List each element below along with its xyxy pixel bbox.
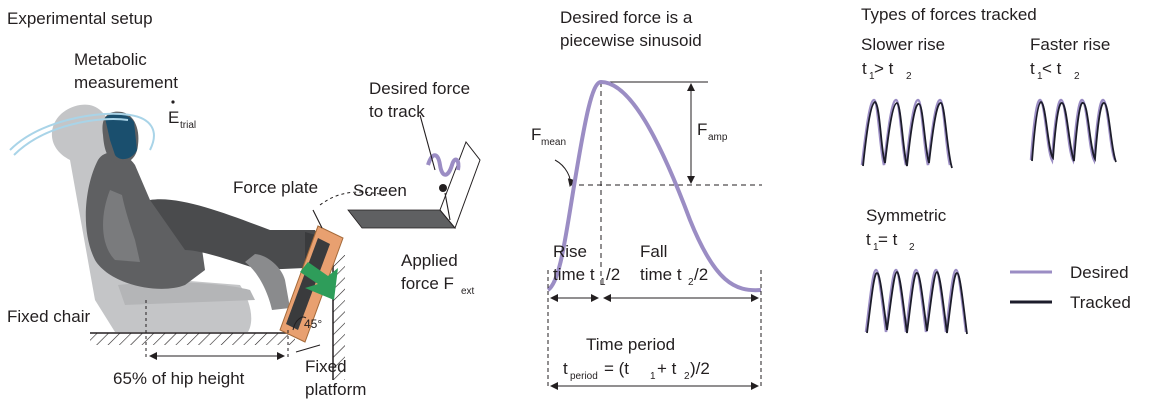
metabolic-headset bbox=[105, 113, 137, 160]
rise-sub: 1 bbox=[600, 277, 606, 288]
profile-title-2: piecewise sinusoid bbox=[560, 31, 702, 50]
floor-hatch bbox=[90, 333, 295, 345]
platform-pointer bbox=[295, 344, 321, 353]
sym-cond-t: t bbox=[866, 230, 871, 249]
fixed-platform-label-1: Fixed bbox=[305, 357, 347, 376]
slower-label: Slower rise bbox=[861, 35, 945, 54]
fmean-pointer bbox=[554, 159, 576, 187]
legend-desired-label: Desired bbox=[1070, 263, 1129, 282]
angle-label: 45° bbox=[304, 317, 322, 331]
applied-pointer bbox=[444, 192, 451, 221]
period-plus: + t bbox=[657, 359, 677, 378]
famp-label: F bbox=[697, 120, 707, 139]
period-sub2: 2 bbox=[684, 371, 690, 382]
rise-label-2b: /2 bbox=[606, 265, 620, 284]
screen-desired-trace bbox=[426, 153, 461, 177]
period-label-1: Time period bbox=[586, 335, 675, 354]
legend-tracked-label: Tracked bbox=[1070, 293, 1131, 312]
metabolic-tube bbox=[9, 112, 155, 151]
fall-label-1: Fall bbox=[640, 242, 667, 261]
faster-cond-s1: 1 bbox=[1037, 71, 1043, 82]
symmetric-desired-trace bbox=[864, 268, 968, 333]
sym-cond-s2: 2 bbox=[909, 242, 915, 253]
profile-title-1: Desired force is a bbox=[560, 8, 693, 27]
screen-cursor bbox=[439, 184, 447, 192]
angle-arc bbox=[292, 316, 307, 331]
desired-pointer bbox=[419, 114, 436, 171]
edot-dot bbox=[171, 100, 175, 104]
slower-cond-s1: 1 bbox=[869, 71, 875, 82]
fall-label-2b: /2 bbox=[694, 265, 708, 284]
applied-force-arrow bbox=[300, 262, 338, 300]
faster-cond-t: t bbox=[1030, 59, 1035, 78]
slower-cond-op: > t bbox=[874, 59, 894, 78]
plate-pointer bbox=[312, 209, 323, 229]
edot-label: E bbox=[168, 108, 179, 127]
period-sub1: 1 bbox=[650, 371, 656, 382]
period-eq: = (t bbox=[604, 359, 629, 378]
plate-screen-link bbox=[319, 191, 386, 206]
rise-label-1: Rise bbox=[553, 242, 587, 261]
period-sub: period bbox=[570, 371, 598, 382]
setup-title: Experimental setup bbox=[7, 9, 153, 28]
person-lower-leg bbox=[245, 254, 290, 310]
person-thigh bbox=[150, 199, 319, 270]
symmetric-tracked-trace bbox=[866, 271, 968, 335]
slower-cond-t: t bbox=[862, 59, 867, 78]
sym-cond-s1: 1 bbox=[873, 242, 879, 253]
force-plate-sensor bbox=[286, 238, 330, 330]
metabolic-label-2: measurement bbox=[74, 73, 178, 92]
hip-height-label: 65% of hip height bbox=[113, 369, 245, 388]
sym-cond-op: = t bbox=[878, 230, 898, 249]
faster-label: Faster rise bbox=[1030, 35, 1110, 54]
slower-cond-s2: 2 bbox=[906, 71, 912, 82]
desired-force-curve bbox=[546, 79, 762, 293]
slower-tracked-trace bbox=[862, 101, 953, 169]
period-t: t bbox=[563, 359, 568, 378]
fmean-sub: mean bbox=[541, 137, 566, 148]
desired-label-2: to track bbox=[369, 102, 425, 121]
fixed-platform-label-2: platform bbox=[305, 380, 366, 399]
period-end: )/2 bbox=[690, 359, 710, 378]
edot-sub: trial bbox=[180, 120, 196, 131]
faster-tracked-trace bbox=[1031, 101, 1117, 163]
screen-base bbox=[347, 209, 456, 229]
force-plate-label: Force plate bbox=[233, 178, 318, 197]
fall-sub: 2 bbox=[688, 277, 694, 288]
metabolic-tube-2 bbox=[13, 118, 129, 156]
types-title: Types of forces tracked bbox=[861, 5, 1037, 24]
applied-label-1: Applied bbox=[401, 251, 458, 270]
platform-hatch bbox=[333, 255, 345, 380]
setup-panel: Experimental setup bbox=[7, 9, 481, 399]
desired-label-1: Desired force bbox=[369, 79, 470, 98]
fall-label-2: time t bbox=[640, 265, 682, 284]
faster-cond-op: < t bbox=[1042, 59, 1062, 78]
faster-cond-s2: 2 bbox=[1074, 71, 1080, 82]
person-arm bbox=[103, 190, 140, 262]
rise-label-2: time t bbox=[553, 265, 595, 284]
types-panel: Types of forces tracked Slower rise t 1 … bbox=[860, 5, 1131, 335]
fmean-label: F bbox=[531, 125, 541, 144]
fixed-chair-label: Fixed chair bbox=[7, 307, 90, 326]
famp-sub: amp bbox=[708, 132, 728, 143]
profile-panel: Desired force is a piecewise sinusoid F … bbox=[531, 8, 762, 390]
screen-label: Screen bbox=[353, 181, 407, 200]
metabolic-label-1: Metabolic bbox=[74, 50, 147, 69]
symmetric-label: Symmetric bbox=[866, 206, 947, 225]
applied-sub: ext bbox=[461, 286, 475, 297]
screen-panel bbox=[439, 140, 481, 229]
applied-label-2: force F bbox=[401, 274, 454, 293]
legend: Desired Tracked bbox=[1010, 263, 1131, 312]
